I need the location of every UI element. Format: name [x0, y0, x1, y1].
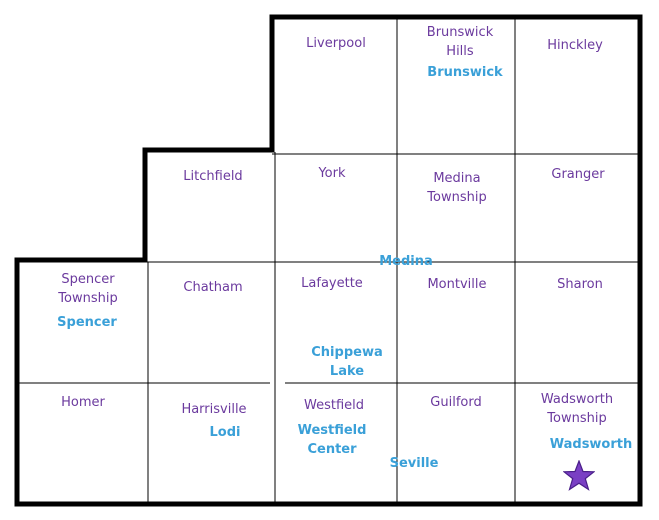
township-harrisville: Harrisville: [181, 402, 247, 417]
township-medina: Medina Township: [427, 171, 487, 205]
township-liverpool: Liverpool: [306, 36, 366, 51]
township-spencer: Spencer Township: [58, 272, 118, 306]
place-chippewa-lake: Chippewa Lake: [311, 345, 383, 379]
county-border: [14, 14, 643, 507]
place-wadsworth: Wadsworth: [549, 437, 633, 452]
township-hinckley: Hinckley: [547, 38, 603, 53]
star-icon: [563, 460, 595, 491]
township-homer: Homer: [61, 395, 105, 410]
place-westfield-center: Westfield Center: [297, 423, 367, 457]
township-guilford: Guilford: [430, 395, 482, 410]
township-chatham: Chatham: [183, 280, 243, 295]
township-brunswick-hills: Brunswick Hills: [426, 25, 494, 59]
township-litchfield: Litchfield: [183, 169, 243, 184]
place-brunswick: Brunswick: [427, 65, 503, 80]
township-montville: Montville: [427, 277, 487, 292]
township-westfield: Westfield: [303, 398, 364, 413]
place-medina: Medina: [379, 254, 433, 269]
place-lodi: Lodi: [209, 425, 241, 440]
township-sharon: Sharon: [557, 277, 603, 292]
township-grid-lines: [17, 17, 640, 504]
township-wadsworth: Wadsworth Township: [540, 392, 614, 426]
township-lafayette: Lafayette: [301, 276, 363, 291]
township-granger: Granger: [551, 167, 605, 182]
place-spencer: Spencer: [57, 315, 117, 330]
township-york: York: [318, 166, 346, 181]
place-seville: Seville: [389, 456, 439, 471]
